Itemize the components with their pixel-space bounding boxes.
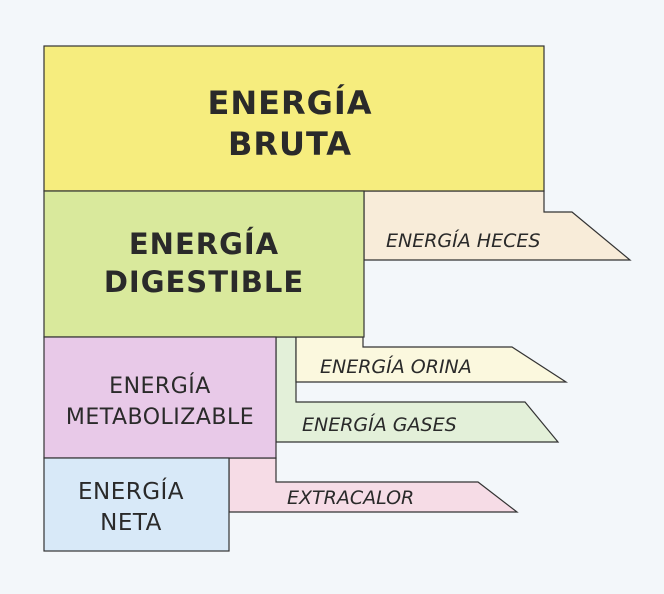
- gases-label: ENERGÍA GASES: [302, 413, 457, 436]
- neta-label-2: NETA: [100, 510, 162, 536]
- metabolizable-label-2: METABOLIZABLE: [66, 405, 254, 430]
- digestible-label-2: DIGESTIBLE: [104, 265, 304, 299]
- metabolizable-label-1: ENERGÍA: [109, 373, 211, 399]
- heces-label: ENERGÍA HECES: [386, 229, 540, 252]
- bruta-label-2: BRUTA: [228, 125, 352, 163]
- extracalor-label: EXTRACALOR: [287, 487, 414, 509]
- bruta-label-1: ENERGÍA: [207, 84, 372, 122]
- neta-box: [43, 457, 230, 552]
- bruta-box: [43, 45, 545, 192]
- neta-label-1: ENERGÍA: [78, 477, 184, 505]
- digestible-box: [43, 190, 365, 338]
- digestible-label-1: ENERGÍA: [129, 227, 279, 261]
- metabolizable-box: [43, 336, 277, 459]
- orina-label: ENERGÍA ORINA: [320, 355, 472, 378]
